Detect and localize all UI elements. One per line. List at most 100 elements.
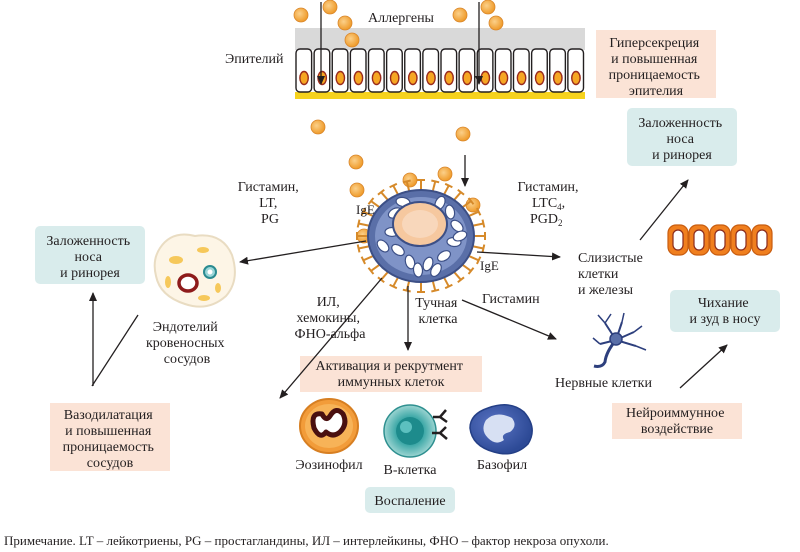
ige-receptor-icon xyxy=(453,271,465,284)
inflammation-text: Воспаление xyxy=(374,494,445,509)
ige-receptor-icon xyxy=(417,179,425,190)
ige-receptor-icon xyxy=(461,197,475,209)
basophil-icon xyxy=(469,404,533,455)
ige-left-label: IgE xyxy=(356,202,375,217)
arrow-to-congestion-top xyxy=(639,179,689,241)
allergen-particle-icon xyxy=(488,15,504,31)
ige-receptor-icon xyxy=(417,282,425,293)
antibody-icon xyxy=(432,409,448,440)
epithelial-cell-icon xyxy=(549,48,567,93)
allergen-particle-icon xyxy=(480,0,496,15)
mucous-cells-icon xyxy=(667,224,773,256)
epithelium-basement xyxy=(295,92,585,99)
ige-receptor-icon xyxy=(360,255,374,265)
mucous-cell-icon xyxy=(688,224,710,256)
allergen-particle-icon xyxy=(344,32,360,48)
ige-receptor-icon xyxy=(356,232,368,240)
allergen-particle-icon xyxy=(452,7,468,23)
epithelial-cell-icon xyxy=(422,48,440,93)
pgd-label: PGD2 xyxy=(530,212,563,228)
inflammation-box xyxy=(365,487,455,513)
ltc-label: LTC4, xyxy=(532,196,565,212)
nerve-cells-label: Нервные клетки xyxy=(555,376,652,391)
congestion-top-box xyxy=(627,108,737,166)
footnote-text: Примечание. LT – лейкотриены, PG – прост… xyxy=(4,533,609,548)
eosinophil-label: Эозинофил xyxy=(295,458,362,473)
epithelial-cell-icon xyxy=(331,48,349,93)
ige-receptor-icon xyxy=(377,188,389,201)
neuroimmune-box xyxy=(612,403,742,439)
epithelial-cell-icon xyxy=(494,48,512,93)
mediators-left-text: Гистамин, LT, PG xyxy=(238,180,303,227)
endothelium-text: Эндотелий кровеносных сосудов xyxy=(146,320,228,367)
hypersecretion-box xyxy=(596,30,716,98)
ige-receptor-icon xyxy=(389,276,399,290)
ige-receptor-icon xyxy=(431,280,440,293)
vasodilation-text: Вазодилатация и повышенная проницаемость… xyxy=(63,408,158,471)
allergen-particle-icon xyxy=(348,154,364,170)
ige-receptor-icon xyxy=(453,188,465,201)
arrow-to-eosinophil xyxy=(279,277,383,399)
epithelial-cell-icon xyxy=(440,48,458,93)
endothelial-cell-icon xyxy=(153,233,236,308)
allergens-label: Аллергены xyxy=(368,11,435,26)
congestion-left-text: Заложенность носа и ринорея xyxy=(46,234,133,281)
ige-receptor-icon xyxy=(367,197,381,209)
ige-receptor-icon xyxy=(443,182,453,196)
mucous-glands-text: Слизистые клетки и железы xyxy=(578,251,646,298)
epithelial-cell-icon xyxy=(512,48,530,93)
epithelium-label: Эпителий xyxy=(225,52,284,67)
basophil-label: Базофил xyxy=(477,458,527,473)
b-cell-icon xyxy=(383,404,437,458)
ige-receptor-icon xyxy=(472,244,486,253)
allergen-particle-icon xyxy=(322,0,338,15)
vasodilation-box xyxy=(50,403,170,471)
arrow-to-sneezing xyxy=(679,344,728,389)
mucous-cell-icon xyxy=(667,224,689,256)
epithelial-cell-icon xyxy=(349,48,367,93)
epithelial-cell-icon xyxy=(567,48,585,93)
allergen-particle-icon xyxy=(349,182,365,198)
epithelial-cell-icon xyxy=(313,48,331,93)
b-cell-label: В-клетка xyxy=(384,463,438,478)
ige-right-label: IgE xyxy=(480,258,499,273)
ige-receptor-icon xyxy=(402,179,411,192)
epithelial-cell-icon xyxy=(295,48,313,93)
sneezing-text: Чихание и зуд в носу xyxy=(690,296,761,327)
epithelial-cell-icon xyxy=(385,48,403,93)
hypersecretion-text: Гиперсекреция и повышенная проницаемость… xyxy=(609,36,704,99)
ige-receptor-icon xyxy=(367,263,381,275)
ige-receptor-icon xyxy=(468,207,482,217)
sneezing-box xyxy=(670,290,780,332)
endothelium-to-vaso-line xyxy=(91,314,139,387)
mast-cell-icon xyxy=(356,179,486,293)
mucous-cell-icon xyxy=(730,224,752,256)
epithelial-cell-icon xyxy=(458,48,476,93)
ige-receptor-icon xyxy=(443,276,453,290)
neuroimmune-text: Нейроиммунное воздействие xyxy=(626,406,728,437)
mediators-right-text: Гистамин, xyxy=(517,180,578,195)
arrow-to-nerve xyxy=(461,299,557,340)
ige-receptor-icon xyxy=(472,219,486,228)
mucous-cell-icon xyxy=(751,224,773,256)
cytokines-text: ИЛ, хемокины, ФНО-альфа xyxy=(295,295,367,342)
epithelial-cell-icon xyxy=(367,48,385,93)
mast-cell-receptors xyxy=(356,179,486,293)
ige-receptor-icon xyxy=(468,255,482,265)
epithelium-mucus-band xyxy=(295,28,585,50)
congestion-left-box xyxy=(35,226,145,284)
ige-receptor-icon xyxy=(402,280,411,293)
histamine-label: Гистамин xyxy=(482,292,540,307)
mast-cell-label: Тучная клетка xyxy=(415,296,461,327)
ige-receptor-icon xyxy=(356,244,370,253)
arrow-to-endothelium xyxy=(239,240,367,265)
flow-arrows xyxy=(89,179,728,399)
nerve-cell-icon xyxy=(592,312,647,368)
eosinophil-icon xyxy=(299,398,359,454)
ige-receptor-icon xyxy=(461,263,475,275)
arrow-to-mucous xyxy=(476,251,561,261)
epithelial-cell-icon xyxy=(530,48,548,93)
activation-box xyxy=(300,356,482,392)
